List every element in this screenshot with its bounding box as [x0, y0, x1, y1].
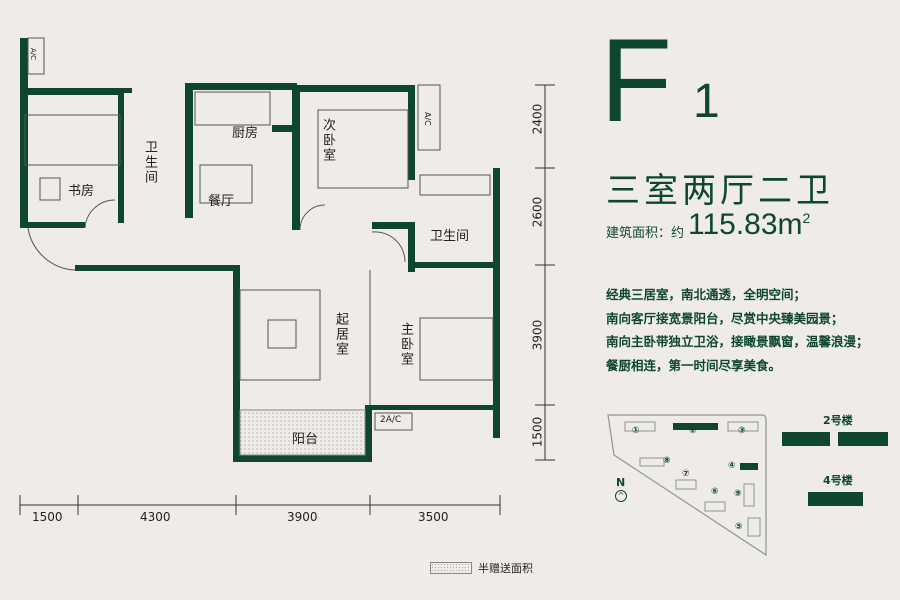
site-building-6: ⑥: [711, 487, 719, 497]
room-bath2: 卫生间: [430, 229, 470, 244]
site-building-1: ①: [632, 426, 640, 436]
unit-type-number: 1: [693, 75, 720, 128]
site-plan: [607, 414, 888, 557]
dimension-lines: [19, 84, 555, 515]
highlight-buildings: [673, 423, 888, 506]
balcony-area: [239, 409, 366, 456]
unit-type-letter: F: [600, 15, 673, 147]
area-unit: m: [777, 208, 803, 241]
description-line: 经典三居室，南北通透，全明空间；: [606, 287, 807, 302]
other-buildings: [624, 421, 761, 537]
room-living: 起居室: [333, 312, 348, 357]
area-label: 建筑面积：约: [606, 226, 685, 241]
description: 经典三居室，南北通透，全明空间； 南向客厅接宽景阳台，尽赏中央臻美园景； 南向主…: [606, 283, 869, 377]
dim-right: 1500: [530, 416, 545, 448]
room-bath1: 卫生间: [142, 140, 157, 185]
walls: [20, 38, 500, 462]
area-value: 115.83m2: [688, 208, 810, 242]
building4-label: 4号楼: [823, 474, 853, 487]
room-master-bedroom: 主卧室: [398, 322, 413, 367]
description-line: 南向主卧带独立卫浴，接瞰景飘窗，温馨浪漫；: [606, 334, 869, 349]
dim-bottom: 3900: [287, 510, 318, 524]
room-kitchen: 厨房: [232, 126, 259, 141]
north-arrow-icon: ^: [615, 490, 627, 502]
fixtures: [24, 37, 494, 431]
room-balcony: 阳台: [292, 432, 319, 447]
site-building-5: ⑤: [735, 522, 743, 532]
floor-plan: [19, 37, 555, 515]
building2-label: 2号楼: [823, 414, 853, 427]
ac-label: 2A/C: [380, 415, 402, 425]
site-building-8: ⑧: [663, 456, 671, 466]
site-building-4: ④: [728, 461, 736, 471]
room-study: 书房: [68, 184, 95, 199]
site-building-9: ⑨: [734, 489, 742, 499]
room-dining: 餐厅: [208, 194, 235, 209]
site-boundary: [607, 414, 767, 557]
dim-bottom: 3500: [418, 510, 449, 524]
north-label: N: [616, 476, 626, 489]
area-number: 115.83: [688, 208, 778, 241]
ac-label: A/C: [29, 48, 37, 61]
description-line: 餐厨相连，第一时间尽享美食。: [606, 357, 782, 373]
site-building-2: ②: [689, 426, 697, 436]
dim-right: 2400: [530, 103, 545, 135]
dim-bottom: 4300: [140, 510, 171, 524]
room-second-bedroom: 次卧室: [320, 118, 335, 163]
description-line: 南向客厅接宽景阳台，尽赏中央臻美园景；: [606, 310, 844, 326]
site-building-7: ⑦: [682, 469, 690, 479]
dim-bottom: 1500: [32, 510, 63, 524]
site-building-3: ③: [738, 426, 746, 436]
layout-type: 三室两厅二卫: [606, 171, 834, 211]
area-unit-sup: 2: [802, 210, 811, 226]
ac-label: A/C: [423, 112, 432, 126]
legend-swatch: [430, 562, 472, 574]
legend-label: 半赠送面积: [478, 562, 533, 575]
dim-right: 3900: [530, 319, 545, 351]
dim-right: 2600: [530, 196, 545, 228]
